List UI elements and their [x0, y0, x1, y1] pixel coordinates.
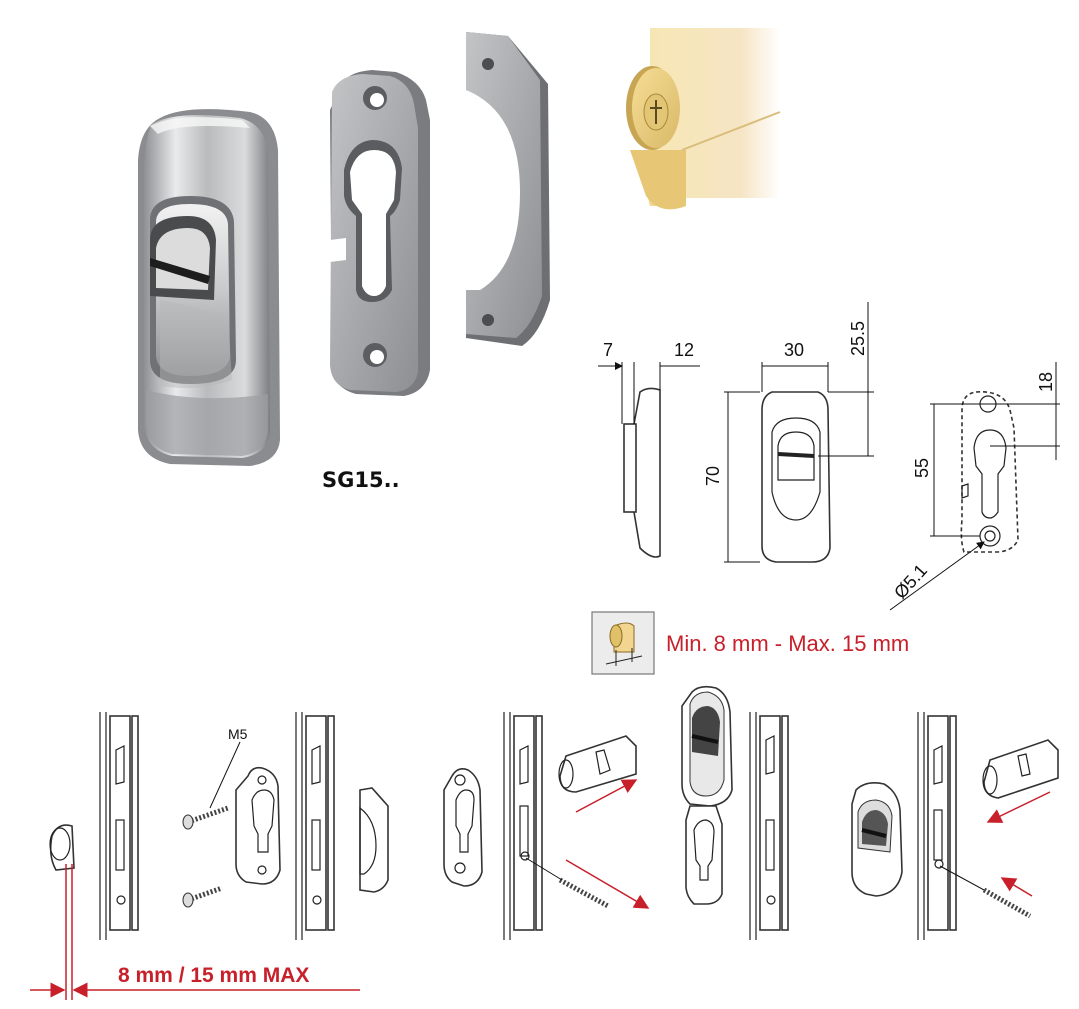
- install-step-3: [295, 712, 389, 940]
- cylinder-render: [626, 28, 781, 210]
- cylinder-icon: [982, 739, 1059, 799]
- model-label: SG15..: [322, 468, 400, 492]
- dim-side-depth-b: 12: [674, 340, 694, 360]
- escutcheon-render: [138, 109, 280, 466]
- long-screw-icon: [982, 887, 1032, 919]
- side-view-drawing: 7 12: [598, 340, 700, 558]
- dim-height: 70: [703, 466, 723, 486]
- projection-note: 8 mm / 15 mm MAX: [118, 964, 309, 987]
- dim-plate-top-offset: 18: [1036, 372, 1056, 392]
- backing-plate-render: [330, 70, 430, 396]
- dim-width: 30: [784, 340, 804, 360]
- screw-icon: [182, 805, 229, 830]
- side-plate-render: [466, 32, 550, 346]
- dim-hole-distance: 55: [912, 458, 932, 478]
- dim-side-depth-a: 7: [603, 340, 613, 360]
- long-screw-icon: [558, 877, 610, 909]
- install-step-6: [851, 712, 1059, 940]
- screw-label: M5: [228, 726, 248, 742]
- cylinder-note: Min. 8 mm - Max. 15 mm: [591, 611, 909, 675]
- cylinder-length-text: Min. 8 mm - Max. 15 mm: [666, 631, 909, 656]
- front-view-drawing: 30 70 25.5: [703, 302, 874, 563]
- plate-view-drawing: 18 55 Ø5.1: [889, 362, 1060, 611]
- install-step-4: [443, 712, 650, 940]
- screw-icon: [182, 885, 223, 908]
- install-step-2: M5: [182, 726, 281, 908]
- install-step-1: 8 mm / 15 mm MAX: [30, 712, 360, 1000]
- dim-hole-diameter: Ø5.1: [890, 560, 931, 602]
- dim-top-offset: 25.5: [848, 321, 868, 356]
- cylinder-icon: [558, 735, 637, 793]
- install-step-5: [681, 685, 789, 940]
- cylinder-length-icon: [605, 622, 643, 666]
